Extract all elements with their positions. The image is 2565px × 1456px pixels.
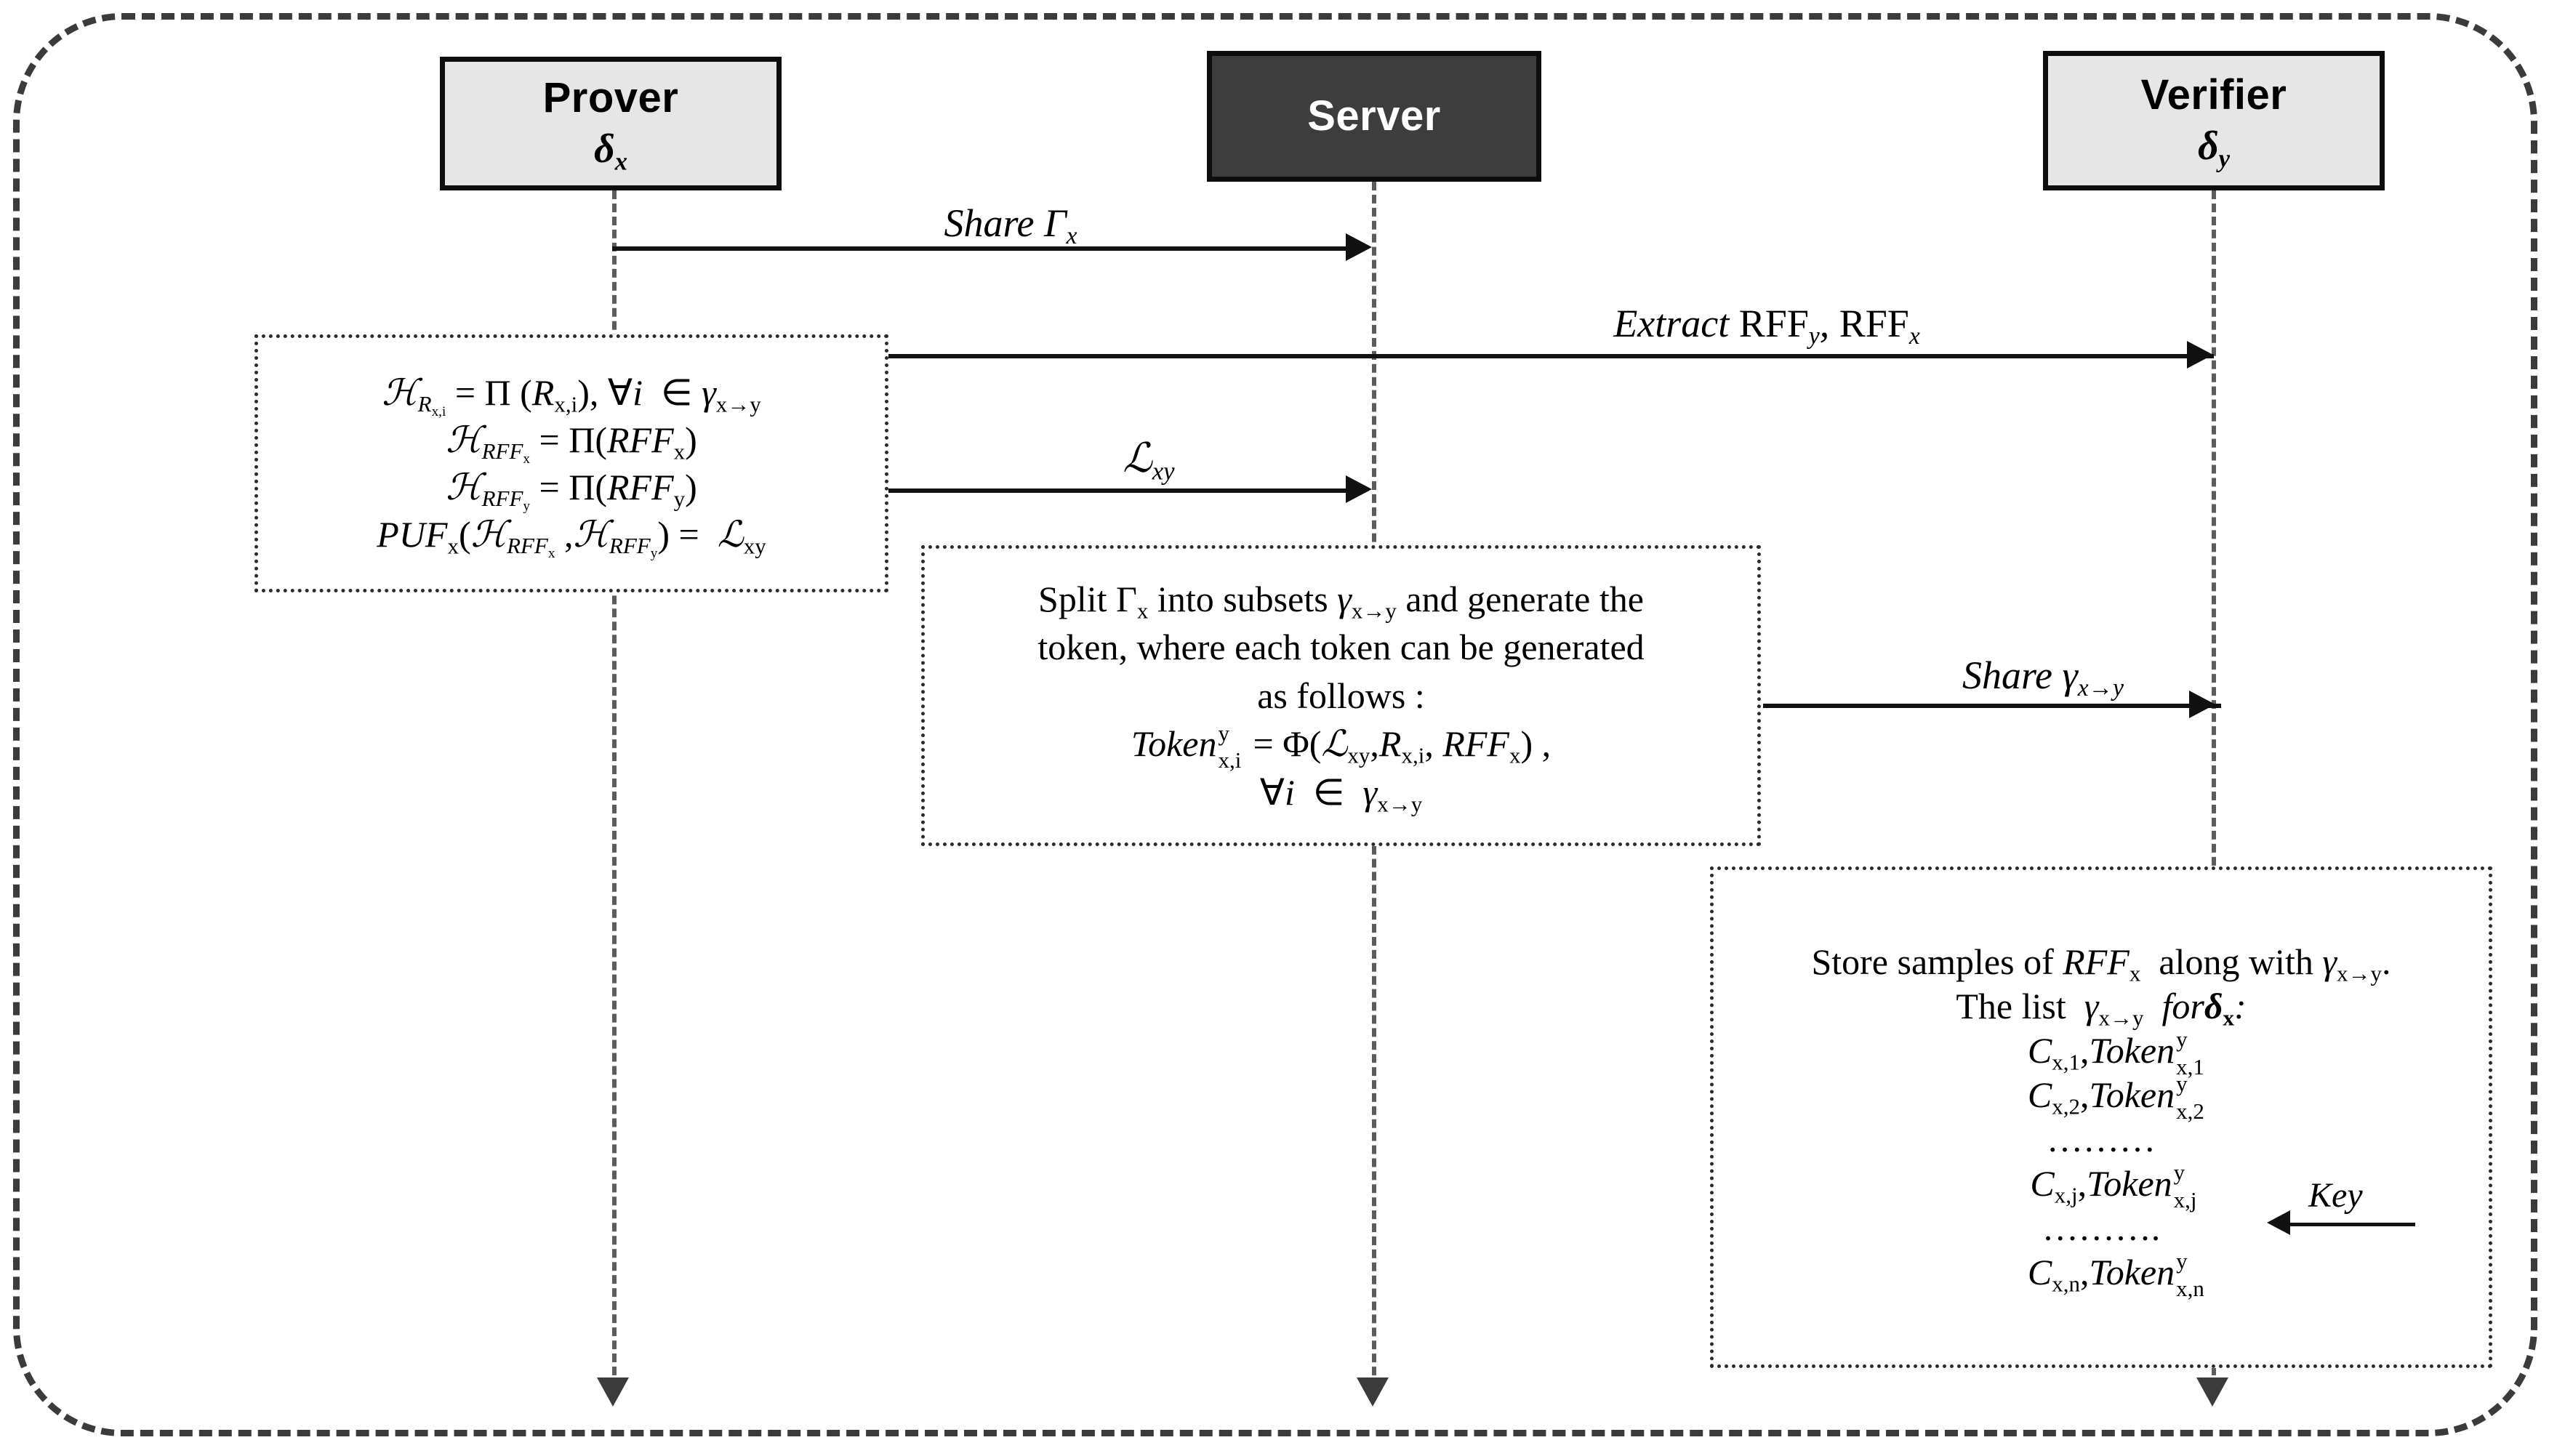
message-line-extract-rff xyxy=(862,354,2214,358)
message-arrowhead-share-gamma-capital xyxy=(1346,233,1372,261)
message-label-share-gamma-capital: Share Γx xyxy=(944,201,1077,250)
note-server-line-1: Split Γx into subsets γx→y and generate … xyxy=(1038,578,1644,624)
note-verifier-ellipsis-2: ………. xyxy=(2042,1207,2161,1248)
message-label-extract-rff: Extract RFFy, RFFx xyxy=(1613,302,1920,350)
message-arrowhead-key xyxy=(2267,1210,2290,1235)
note-server-line-5: ∀i ∈ γx→y xyxy=(1259,771,1423,817)
message-line-lxy xyxy=(888,488,1348,493)
message-arrowhead-lxy xyxy=(1346,475,1372,503)
message-line-share-gamma-small xyxy=(1763,704,2221,708)
note-server-line-2: token, where each token can be generated xyxy=(1037,627,1645,668)
lifeline-verifier-arrowhead xyxy=(2196,1377,2228,1407)
note-prover-line-2: ℋRFFx = Π(RFFx) xyxy=(446,419,697,467)
note-server-split-token: Split Γx into subsets γx→y and generate … xyxy=(921,545,1761,846)
note-verifier-store-list: Store samples of RFFx along with γx→y. T… xyxy=(1710,866,2492,1368)
message-label-key: Key xyxy=(2308,1176,2363,1215)
note-verifier-line-1: Store samples of RFFx along with γx→y. xyxy=(1811,941,2391,986)
note-prover-line-3: ℋRFFy = Π(RFFy) xyxy=(446,466,697,514)
message-line-key xyxy=(2284,1223,2415,1226)
note-prover-line-4: PUFx(ℋRFFx ,ℋRFFy) = ℒxy xyxy=(377,513,766,561)
lifeline-prover-arrowhead xyxy=(597,1377,629,1407)
lifeline-server-arrowhead xyxy=(1357,1377,1389,1407)
message-line-share-gamma-capital xyxy=(612,246,1348,251)
message-label-lxy: ℒxy xyxy=(1123,436,1175,486)
note-prover-computation: ℋRx,i = Π (Rx,i), ∀i ∈ γx→y ℋRFFx = Π(RF… xyxy=(254,334,888,592)
note-verifier-line-2: The list γx→y forδx: xyxy=(1956,986,2247,1031)
actor-server[interactable]: Server xyxy=(1207,51,1541,182)
actor-verifier[interactable]: Verifier δy xyxy=(2043,51,2385,190)
message-arrowhead-share-gamma-small xyxy=(2189,691,2215,718)
actor-prover-label: Prover xyxy=(542,74,679,122)
note-verifier-ellipsis-1: ……… xyxy=(2047,1119,2156,1159)
note-server-line-3: as follows : xyxy=(1257,675,1425,716)
outer-boundary-frame xyxy=(13,13,2537,1436)
actor-prover-symbol: δx xyxy=(593,126,628,176)
lifeline-verifier xyxy=(2212,190,2216,1388)
note-prover-line-1: ℋRx,i = Π (Rx,i), ∀i ∈ γx→y xyxy=(382,371,761,419)
message-arrowhead-extract-rff-right xyxy=(2187,341,2213,369)
actor-verifier-label: Verifier xyxy=(2140,71,2287,119)
lifeline-prover xyxy=(612,190,617,1388)
message-label-share-gamma-small: Share γx→y xyxy=(1962,653,2124,702)
actor-server-label: Server xyxy=(1307,92,1441,140)
actor-prover[interactable]: Prover δx xyxy=(440,57,782,190)
actor-verifier-symbol: δy xyxy=(2197,124,2231,173)
